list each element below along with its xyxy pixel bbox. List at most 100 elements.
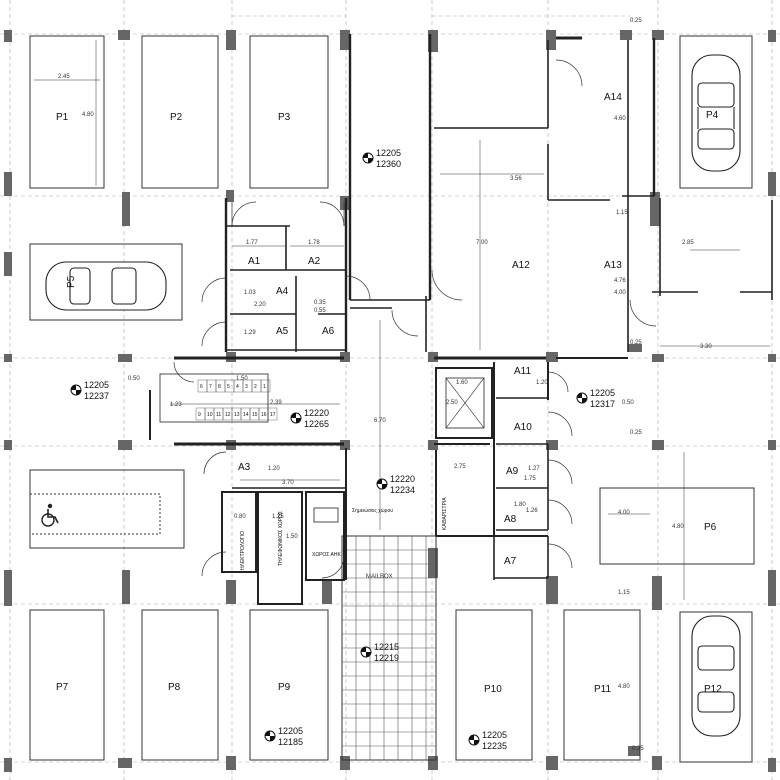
dimension-text: 6.70 [374, 418, 386, 424]
elevation-top: 12215 [374, 642, 399, 652]
dimension-text: 1.15 [616, 210, 628, 216]
storage-label-a13: A13 [604, 260, 622, 271]
storage-label-a7: A7 [504, 556, 517, 567]
elevation-bottom: 12185 [278, 737, 303, 747]
parking-labels: P1 2.45 4.80 P2 P3 P4 P5 P6 4.80 P7 P8 P… [56, 74, 722, 695]
walls [149, 34, 773, 605]
dimension-text: 4.00 [618, 510, 630, 516]
elevation-top: 12205 [482, 730, 507, 740]
storage-dim: 1.29 [244, 330, 256, 336]
room-label-elec: ΗΛΕΚΤΡΟΛΟΓΙΟ [240, 531, 246, 570]
stair-number: 3 [245, 384, 248, 390]
ramp-grid [341, 535, 437, 761]
storage-dim: 3.56 [510, 176, 522, 182]
storage-label-a12: A12 [512, 260, 530, 271]
dimension-text: 1.25 [272, 514, 284, 520]
stair-number: 2 [254, 384, 257, 390]
storage-dim: 1.27 [528, 466, 540, 472]
elevation-top: 12220 [390, 474, 415, 484]
dimension-text: 2.39 [270, 400, 282, 406]
stair-number: 9 [198, 412, 201, 418]
elevation-top: 12205 [278, 726, 303, 736]
dimension-text: 3.70 [282, 480, 294, 486]
stair-number: 17 [270, 412, 276, 418]
parking-label-p10: P10 [484, 684, 502, 695]
stair-number: 15 [252, 412, 258, 418]
storage-label-a11: A11 [514, 366, 531, 377]
stair-number: 6 [200, 384, 203, 390]
storage-dim: 1.78 [308, 240, 320, 246]
storage-label-a8: A8 [504, 514, 517, 525]
storage-dim: 4.76 [614, 278, 626, 284]
dimension-text: 1.23 [170, 402, 182, 408]
dimension-text: 7.00 [476, 240, 488, 246]
parking-bay [29, 243, 183, 321]
parking-label-p8: P8 [168, 682, 181, 693]
notice-text: Σημειώσεις χώρου [352, 507, 393, 514]
dimension-text: 2.20 [254, 302, 266, 308]
elevation-bottom: 12265 [304, 419, 329, 429]
parking-bay [141, 35, 219, 189]
storage-labels: A1 1.77 A2 1.78 A3 1.20 A4 1.03 A5 1.29 … [238, 92, 626, 567]
stair-step [260, 379, 271, 393]
parking-label-p11: P11 [594, 684, 611, 695]
storage-dim: 1.03 [244, 290, 256, 296]
parking-dim-w: 2.45 [58, 74, 70, 80]
dimension-text: 2.85 [682, 240, 694, 246]
room-label-tel: ΤΗΛΕΦΩΝΙΚΟΣ ΧΩΡΟΣ [278, 511, 284, 566]
storage-dim: 1.26 [526, 508, 538, 514]
parking-bay [599, 487, 755, 565]
elevation-bottom: 12234 [390, 485, 415, 495]
storage-label-a3: A3 [238, 462, 251, 473]
elevation-bottom: 12317 [590, 399, 615, 409]
room-label-water: ΧΩΡΟΣ ΑΗΚ [312, 552, 341, 558]
storage-label-a9: A9 [506, 466, 519, 477]
parking-bay-accessible-inner [29, 493, 161, 535]
parking-bay [679, 611, 753, 763]
dimension-text: 4.00 [614, 290, 626, 296]
stair-number: 14 [243, 412, 249, 418]
storage-label-a1: A1 [248, 256, 261, 267]
dimension-lines [34, 40, 770, 600]
parking-bay [29, 609, 105, 761]
parking-label-p7: P7 [56, 682, 69, 693]
parking-bay [455, 609, 533, 761]
dimension-text: 1.80 [514, 502, 526, 508]
dimension-text: 3.30 [700, 344, 712, 350]
wheelchair-icon [41, 503, 59, 527]
mailbox-label: MAILBOX [366, 574, 393, 580]
parking-label-p2: P2 [170, 112, 183, 123]
storage-label-a14: A14 [604, 92, 622, 103]
storage-dim: 1.20 [536, 380, 548, 386]
parking-bays [29, 35, 755, 763]
parking-bay-accessible [29, 469, 185, 549]
room-texts: MAILBOX ΗΛΕΚΤΡΟΛΟΓΙΟ ΤΗΛΕΦΩΝΙΚΟΣ ΧΩΡΟΣ Χ… [240, 497, 448, 580]
storage-dim: 0.55 [314, 308, 326, 314]
storage-dim: 1.77 [246, 240, 258, 246]
storage-label-a5: A5 [276, 326, 289, 337]
dimension-text: 1.60 [456, 380, 468, 386]
car-icon [45, 54, 741, 737]
parking-label-p4: P4 [706, 110, 719, 121]
dimension-text: 0.35 [314, 300, 326, 306]
storage-label-a6: A6 [322, 326, 335, 337]
dimension-text: 0.25 [630, 18, 642, 24]
storage-dim: 1.20 [268, 466, 280, 472]
room-label-gas: ΚΑΘΑΡΙΣΤΡΙΑ [442, 497, 448, 530]
parking-dim-p6: 4.80 [672, 524, 684, 530]
stair-number: 5 [227, 384, 230, 390]
stair-number: 8 [218, 384, 221, 390]
parking-bay [249, 609, 329, 761]
elevation-top: 12205 [376, 148, 401, 158]
dimension-text: 1.50 [286, 534, 298, 540]
parking-bay [679, 35, 753, 189]
elevation-top: 12205 [590, 388, 615, 398]
